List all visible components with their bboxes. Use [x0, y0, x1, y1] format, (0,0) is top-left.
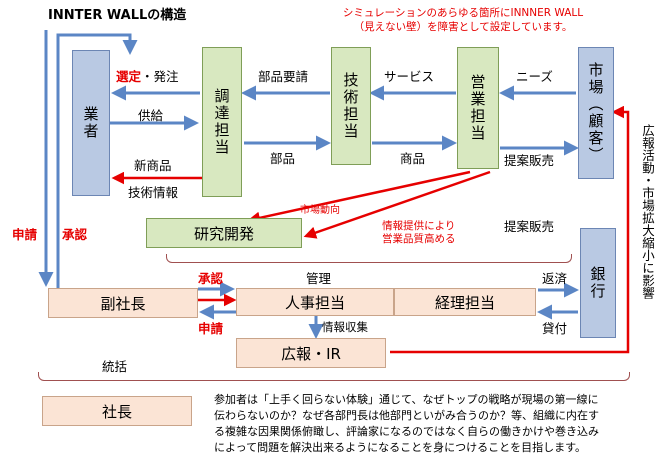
- arrow-info-provide: [303, 170, 491, 239]
- note-line-1: シミュレーションのあらゆる箇所にINNNER WALL: [342, 7, 584, 19]
- label-info-provide-1: 情報提供により: [382, 220, 456, 232]
- label-info-provide-2: 営業品質高める: [382, 233, 456, 245]
- arrow-pr-activity: [390, 105, 630, 354]
- brace-kenkyu: [166, 254, 572, 263]
- simulation-note: シミュレーションのあらゆる箇所にINNNER WALL （見えない壁）を障害とし…: [318, 6, 608, 34]
- note-line-2: （見えない壁）を障害として設定しています。: [353, 21, 573, 33]
- node-kenkyu-label: 研究開発: [193, 224, 254, 243]
- node-fukushacho[interactable]: 副社長: [48, 288, 198, 318]
- node-koho-label: 広報・IR: [281, 344, 341, 363]
- label-service: サービス: [384, 69, 435, 84]
- label-approve-left: 承認: [62, 227, 88, 242]
- node-koho[interactable]: 広報・IR: [236, 338, 386, 368]
- description-line-3: る複雑な因果関係俯瞰し、評論家になるのではなく自らの働きかけや巻き込み: [214, 425, 599, 438]
- label-manage: 管理: [306, 271, 332, 286]
- node-gijutsu-label: 技術担当: [341, 72, 360, 140]
- label-approve-mid: 承認: [198, 271, 224, 286]
- label-repay: 返済: [542, 271, 568, 286]
- label-info-collect: 情報収集: [322, 320, 368, 334]
- node-ginko-label: 銀行: [588, 266, 607, 300]
- label-info-provide: 情報提供により 営業品質高める: [382, 220, 456, 246]
- node-gijutsu[interactable]: 技術担当: [331, 47, 371, 165]
- label-proposal-sales-1: 提案販売: [504, 153, 555, 168]
- label-proposal-sales-2: 提案販売: [504, 219, 555, 234]
- label-product: 商品: [400, 151, 426, 166]
- node-chotatsu[interactable]: 調達担当: [202, 47, 242, 197]
- label-request-left: 申請: [12, 227, 38, 242]
- label-order: 選定・発注: [116, 66, 179, 85]
- brace-tokatsu: [38, 372, 630, 381]
- arrow-market-trend: [247, 170, 471, 224]
- node-shijo-label: 市場（顧客）: [586, 62, 605, 164]
- description: 参加者は「上手く回らない体験」通じて、なぜトップの戦略が現場の第一線に 伝わらな…: [214, 392, 658, 456]
- node-jinji-label: 人事担当: [284, 293, 345, 312]
- node-ginko[interactable]: 銀行: [580, 228, 616, 338]
- label-parts: 部品: [270, 151, 296, 166]
- page-title: INNTER WALLの構造: [48, 8, 187, 23]
- description-line-4: によって問題を解決出来るようになることを身につけることを目指します。: [214, 441, 587, 454]
- node-chotatsu-label: 調達担当: [212, 88, 231, 156]
- node-gyosha[interactable]: 業者: [72, 50, 110, 196]
- node-shijo[interactable]: 市場（顧客）: [578, 47, 614, 179]
- label-tokatsu: 統括: [102, 359, 128, 374]
- label-pr-activity: 広報活動・市場拡大縮小に影響: [640, 124, 655, 299]
- node-kenkyu[interactable]: 研究開発: [146, 218, 302, 248]
- label-request-mid: 申請: [198, 321, 224, 336]
- label-tech-info: 技術情報: [128, 185, 179, 200]
- node-jinji[interactable]: 人事担当: [236, 288, 394, 316]
- description-line-2: 伝わらないのか？なぜ各部門長は他部門といがみ合うのか？等、組織に内在す: [214, 409, 599, 422]
- label-supply: 供給: [138, 108, 164, 123]
- description-line-1: 参加者は「上手く回らない体験」通じて、なぜトップの戦略が現場の第一線に: [214, 393, 599, 406]
- node-fukushacho-label: 副社長: [100, 294, 146, 313]
- node-eigyo-label: 営業担当: [468, 74, 487, 142]
- node-keiri-label: 経理担当: [434, 293, 495, 312]
- arrow-request-left: [56, 33, 138, 288]
- node-shacho-label: 社長: [101, 402, 132, 421]
- label-new-product: 新商品: [134, 158, 172, 173]
- node-keiri[interactable]: 経理担当: [394, 288, 536, 316]
- label-needs: ニーズ: [516, 69, 553, 84]
- node-shacho[interactable]: 社長: [42, 396, 192, 426]
- label-sentei: 選定: [116, 69, 142, 84]
- label-loan: 貸付: [542, 321, 568, 336]
- label-market-trend: 市場動向: [300, 205, 340, 216]
- node-gyosha-label: 業者: [81, 106, 100, 140]
- label-hatchu: ・発注: [141, 69, 179, 84]
- label-parts-request: 部品要請: [258, 69, 309, 84]
- node-eigyo[interactable]: 営業担当: [457, 47, 499, 169]
